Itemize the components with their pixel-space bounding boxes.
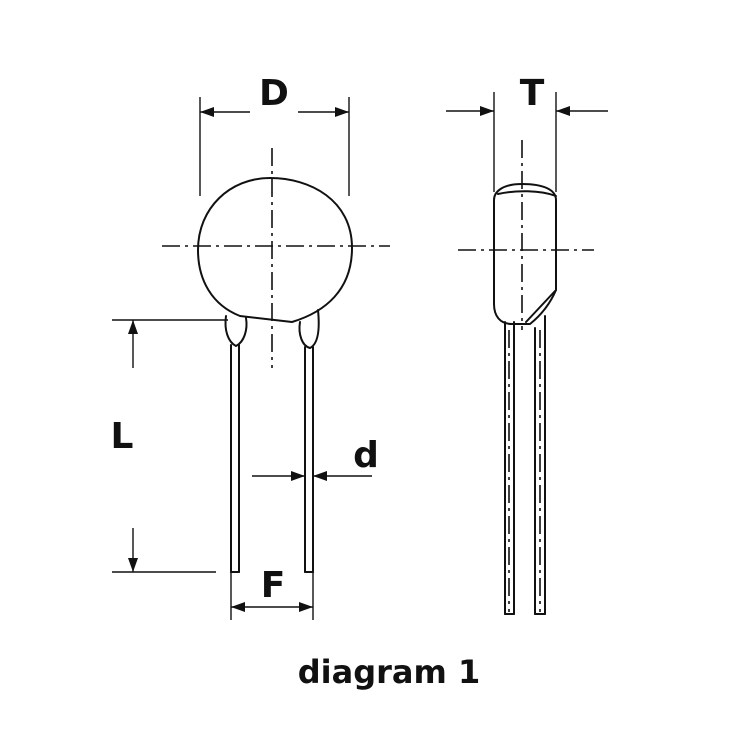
dimension-label-L: L (111, 416, 134, 457)
left-lead (230, 344, 240, 573)
front-view (162, 148, 390, 573)
dimension-D: D (199, 73, 350, 196)
dimension-label-T: T (520, 73, 545, 114)
side-view (458, 140, 594, 615)
side-body-bevel (525, 289, 557, 323)
side-lead-front (534, 315, 546, 615)
side-body (493, 183, 557, 325)
right-lead (304, 346, 314, 573)
dimension-label-d: d (353, 435, 379, 476)
side-body-top-edge (497, 190, 557, 197)
dimension-d: d (252, 435, 379, 481)
side-lead-back (504, 321, 515, 615)
dimension-F: F (230, 565, 314, 620)
dimension-L: L (111, 319, 228, 573)
dimension-label-D: D (259, 73, 289, 114)
front-disc-body (197, 177, 353, 323)
right-lead-bulb (298, 309, 320, 349)
dimension-T: T (446, 73, 608, 192)
left-lead-bulb (224, 315, 248, 347)
diagram-caption: diagram 1 (298, 653, 481, 691)
dimension-label-F: F (261, 565, 286, 606)
